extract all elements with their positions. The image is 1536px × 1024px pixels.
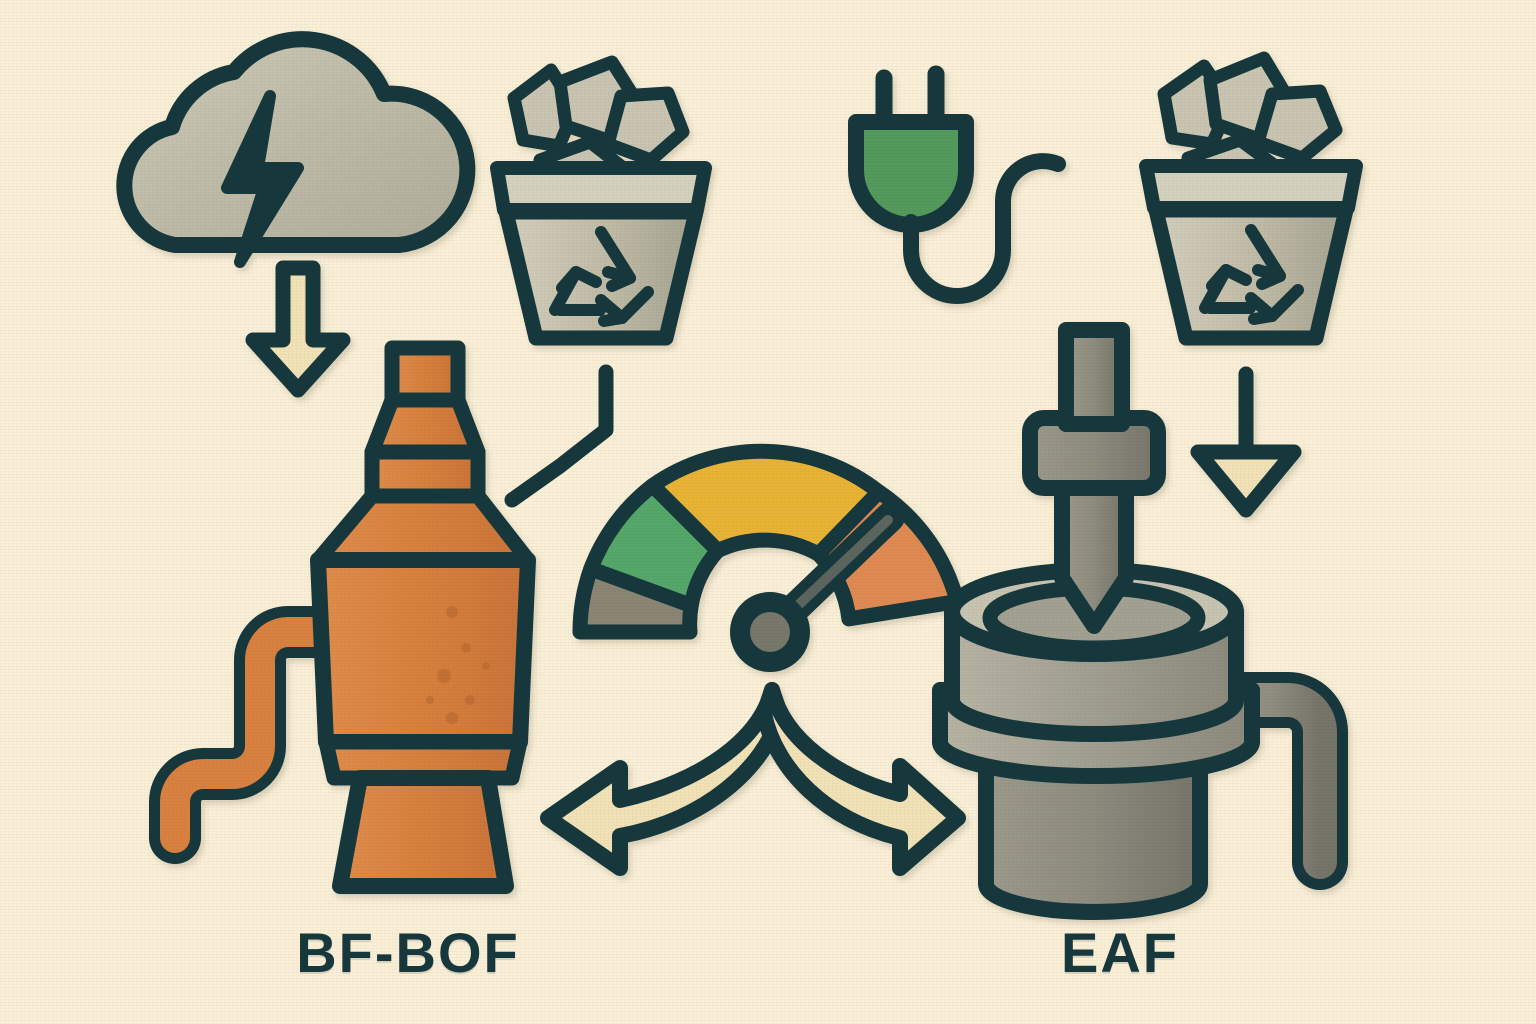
arrow-down-icon (1190, 366, 1302, 518)
comparison-arrows (540, 682, 966, 876)
scrap-connector-line (504, 364, 614, 508)
page-title-bf-bof: BF-BOF (296, 921, 520, 984)
arrow-right-icon (756, 682, 966, 876)
recycling-bin-icon (490, 55, 712, 346)
gauge-icon (572, 443, 965, 672)
arrow-down-icon (245, 260, 351, 398)
arrow-left-icon (540, 682, 788, 876)
cloud-lightning-icon (116, 31, 476, 268)
electric-arc-furnace-icon (932, 322, 1348, 920)
gauge-segment-2 (645, 443, 887, 562)
recycling-bin-icon (1139, 51, 1363, 346)
power-plug-icon (848, 65, 1066, 304)
blast-furnace-icon (149, 340, 536, 894)
page-title-eaf: EAF (1061, 921, 1179, 984)
